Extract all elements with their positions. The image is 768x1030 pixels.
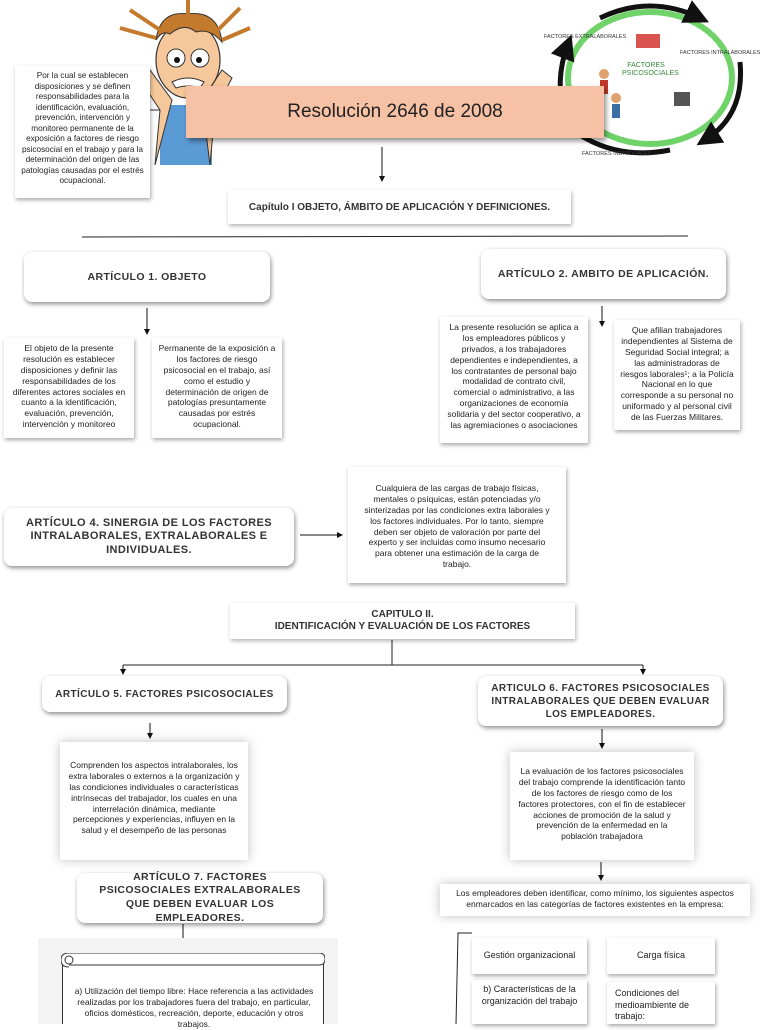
cycle-extra-label: FACTORES EXTRALABORALES [544,34,627,40]
art4-title: ARTÍCULO 4. SINERGIA DE LOS FACTORES INT… [4,508,294,566]
art7-text: a) Utilización del tiempo libre: Hace re… [74,986,314,1029]
art6-item-condiciones: Condiciones del medioambiente de trabajo… [607,982,715,1024]
art6-items-bracket [455,932,472,1024]
chapter1-divider [81,235,689,238]
art6-item-carga-fisica: Carga física [607,938,715,974]
art4-text: Cualquiera de las cargas de trabajo físi… [348,467,566,583]
psychosocial-factors-cycle: FACTORES PSICOSOCIALES FACTORES EXTRALAB… [540,0,768,165]
chapter1-header: Capítulo I OBJETO, ÁMBITO DE APLICACIÓN … [228,190,571,224]
intro-note: Por la cual se establecen disposiciones … [15,66,150,198]
art1-text1: El objeto de la presente resolución es e… [4,338,134,438]
cycle-intra-label: FACTORES INTRALABORALES [680,50,761,56]
art2-text1: La presente resolución se aplica a los e… [440,317,588,443]
chapter2-header: CAPITULO II. IDENTIFICACIÓN Y EVALUACIÓN… [230,603,575,639]
cycle-individual-label: FACTORES INDIVIDUALES [582,151,652,157]
art5-text: Comprenden los aspectos intralaborales, … [60,742,248,860]
scroll-curl-icon [61,953,325,968]
art6-item-gestion: Gestión organizacional [472,938,587,974]
cycle-arrows-icon [550,0,744,156]
art1-text2: Permanente de la exposición a los factor… [152,338,282,438]
page-title: Resolución 2646 de 2008 [186,86,604,138]
art7-scroll: a) Utilización del tiempo libre: Hace re… [61,953,325,1029]
art2-title: ARTÍCULO 2. AMBITO DE APLICACIÓN. [481,249,726,299]
art6-list-intro: Los empleadores deben identificar, como … [440,884,750,916]
chapter2-line2: IDENTIFICACIÓN Y EVALUACIÓN DE LOS FACTO… [274,621,531,632]
art6-item-caracteristicas: b) Características de la organización de… [472,980,587,1024]
art1-title: ARTÍCULO 1. OBJETO [24,252,270,302]
cycle-center-label: FACTORES PSICOSOCIALES [622,62,679,78]
art7-title: ARTÍCULO 7. FACTORES PSICOSOCIALES EXTRA… [77,871,323,924]
art6-title: ARTICULO 6. FACTORES PSICOSOCIALES INTRA… [478,676,723,726]
art2-text2: Que afilian trabajadores independientes … [614,320,740,430]
art6-text: La evaluación de los factores psicosocia… [510,752,694,860]
art5-title: ARTÍCULO 5. FACTORES PSICOSOCIALES [42,676,287,712]
chapter2-line1: CAPITULO II. [371,608,434,620]
